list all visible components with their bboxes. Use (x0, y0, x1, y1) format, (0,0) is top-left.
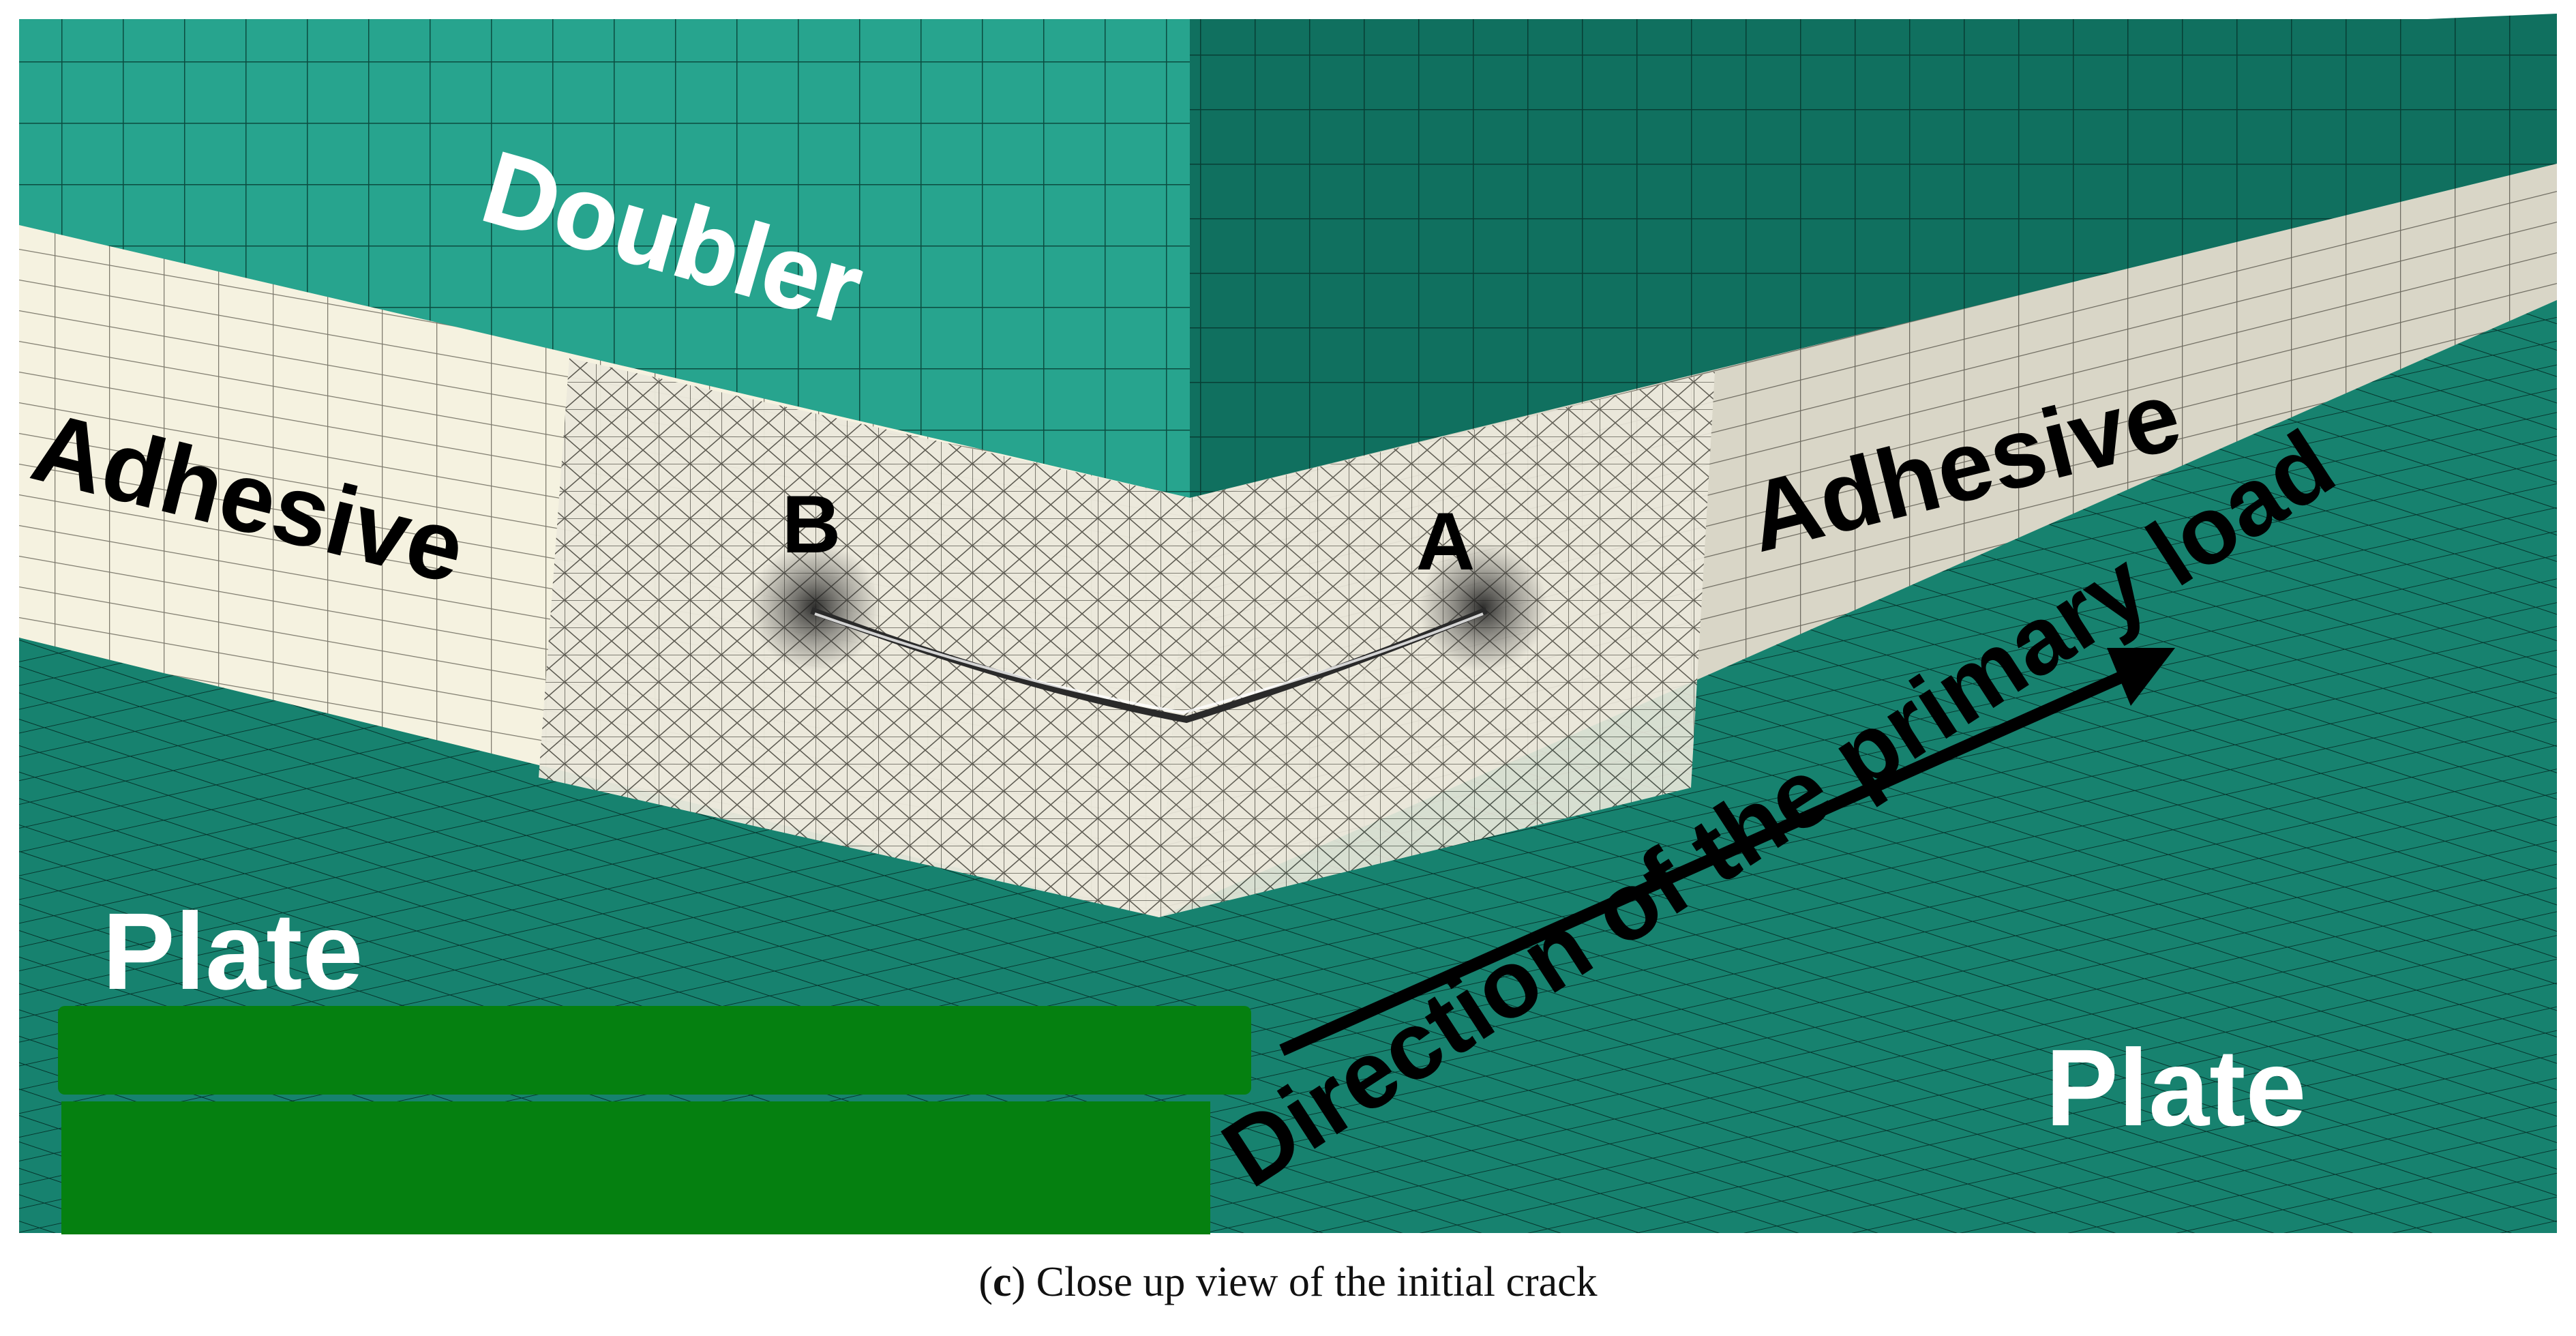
redaction-mask-bottom (61, 1101, 1210, 1234)
point-a-label: A (1416, 496, 1476, 587)
caption-letter: c (992, 1259, 1012, 1305)
redaction-mask-top (58, 1006, 1251, 1095)
crack-tip-b (750, 542, 880, 672)
figure-caption: (c) Close up view of the initial crack (978, 1259, 1598, 1305)
doubler-left-face (19, 19, 1190, 498)
caption-text: Close up view of the initial crack (1036, 1259, 1598, 1305)
plate-right-label: Plate (2046, 1026, 2306, 1148)
load-arrow-head (2107, 648, 2175, 706)
plate-left-label: Plate (102, 890, 363, 1012)
load-arrow-shaft (1279, 662, 2144, 1056)
crack-tip-a (1418, 542, 1548, 672)
point-b-label: B (782, 479, 841, 570)
doubler-right-face (1190, 14, 2557, 498)
